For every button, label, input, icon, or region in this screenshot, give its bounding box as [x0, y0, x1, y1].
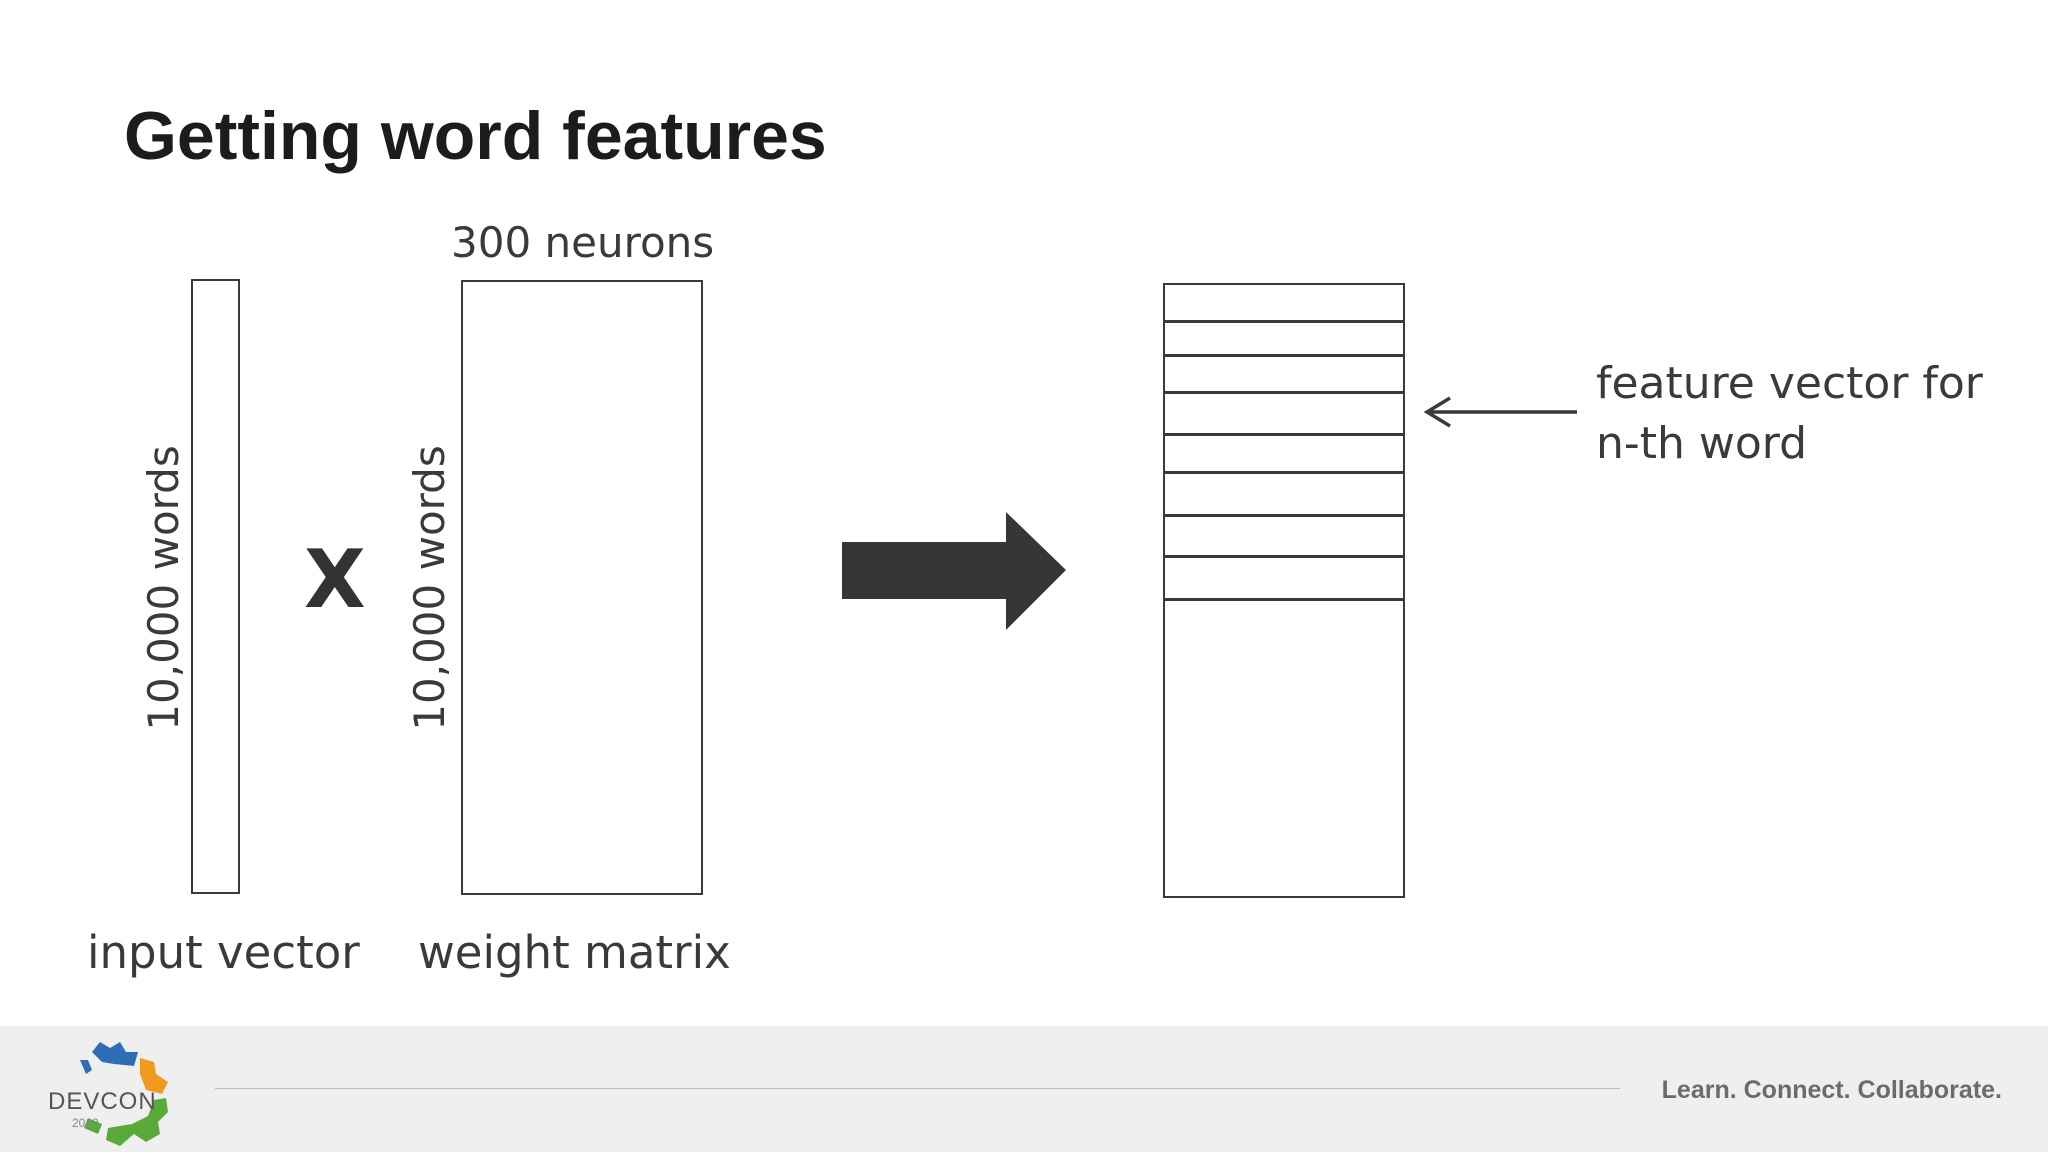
result-matrix-box — [1163, 283, 1405, 898]
weight-matrix-top-label: 300 neurons — [451, 218, 715, 267]
row-divider — [1165, 433, 1403, 436]
footer: DEVCON 2019 Learn. Connect. Collaborate. — [0, 1026, 2048, 1152]
result-arrow — [842, 512, 1066, 630]
multiply-sign: X — [304, 533, 366, 626]
row-divider — [1165, 598, 1403, 601]
pointer-arrow-head — [1423, 396, 1451, 428]
row-divider — [1165, 555, 1403, 558]
logo-text: DEVCON — [48, 1088, 157, 1115]
input-vector-box — [191, 279, 240, 894]
feature-vector-label-line2: n-th word — [1596, 418, 1808, 469]
slide: Getting word features 10,000 words input… — [87, 98, 1983, 979]
slide-title: Getting word features — [124, 98, 827, 174]
row-divider — [1165, 391, 1403, 394]
row-divider — [1165, 471, 1403, 474]
footer-divider — [215, 1088, 1620, 1089]
weight-matrix-box — [461, 280, 703, 895]
logo-year: 2019 — [72, 1116, 99, 1130]
weight-matrix-caption: weight matrix — [418, 926, 731, 979]
gear-icon — [80, 1042, 168, 1146]
diagram-arrows — [842, 396, 1577, 630]
input-vector-caption: input vector — [87, 926, 360, 979]
row-divider — [1165, 354, 1403, 357]
row-divider — [1165, 514, 1403, 517]
devcon-logo: DEVCON 2019 — [22, 1038, 190, 1150]
feature-vector-label-line1: feature vector for — [1596, 358, 1983, 409]
footer-tagline: Learn. Connect. Collaborate. — [1661, 1076, 2002, 1104]
row-divider — [1165, 320, 1403, 323]
